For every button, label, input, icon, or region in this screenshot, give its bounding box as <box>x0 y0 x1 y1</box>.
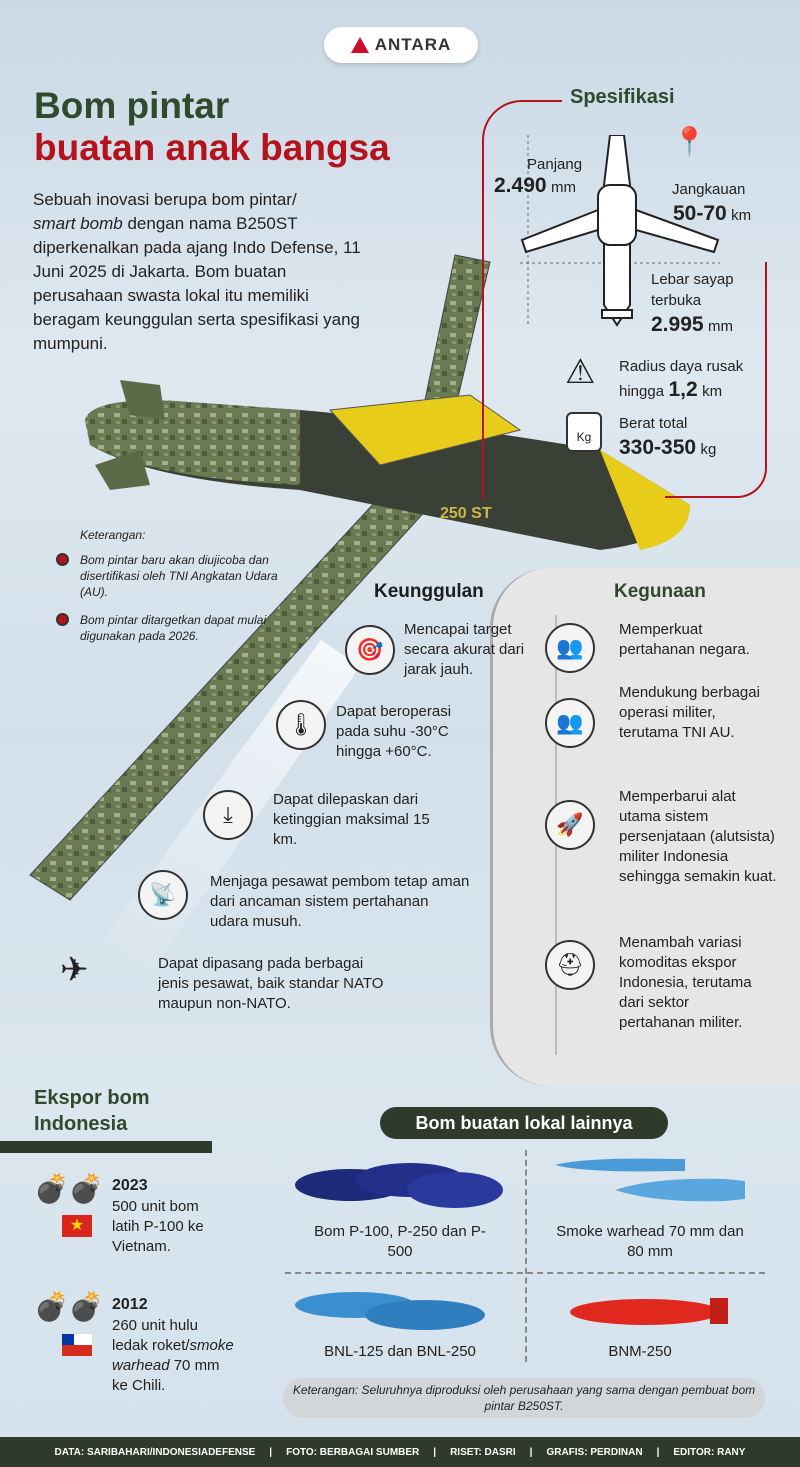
lokal-caption: Bom P-100, P-250 dan P-500 <box>314 1223 486 1260</box>
altitude-icon: ⤓ <box>203 790 253 840</box>
grid-divider-v <box>525 1150 527 1362</box>
defense-people-icon: 👥 <box>545 623 595 673</box>
bomb-p-series-image <box>295 1163 503 1208</box>
thermometer-shield-icon: 🌡 <box>276 700 326 750</box>
spec-radius-label: Radius daya rusak <box>619 358 744 375</box>
bnm-bomb-image <box>570 1298 728 1325</box>
keterangan-item: Bom pintar baru akan diujicoba dan diser… <box>56 552 280 600</box>
weight-kg-icon: Kg <box>566 412 602 452</box>
location-pin-icon: 📍 <box>672 126 707 157</box>
bomb-label: 250 ST <box>440 505 492 522</box>
ekspor-year: 2012 <box>112 1296 148 1313</box>
bomb-top-view-icon <box>520 135 720 327</box>
warning-icon: ⚠ <box>565 353 596 391</box>
military-people-icon: 👥 <box>545 698 595 748</box>
bombs-icon: 💣💣 <box>34 1291 104 1322</box>
keunggulan-item: Dapat dilepaskan dari ketinggian maksima… <box>273 791 430 848</box>
spec-lebar: 2.995 mm <box>651 313 734 336</box>
grid-divider-h <box>285 1272 765 1274</box>
spec-panjang-label: Panjang <box>527 156 583 173</box>
spec-frame <box>482 100 562 500</box>
lokal-caption: BNM-250 <box>608 1343 672 1360</box>
kegunaan-item: Memperkuat pertahanan negara. <box>619 621 750 658</box>
spec-berat: 330-350 kg <box>619 436 717 459</box>
keunggulan-item: Menjaga pesawat pembom tetap aman dari a… <box>210 873 470 930</box>
spec-heading: Spesifikasi <box>570 86 675 108</box>
spec-lebar-label1: Lebar sayap <box>651 271 734 288</box>
spec-panjang: 2.490 mm <box>494 174 577 197</box>
ekspor-bar <box>0 1141 212 1153</box>
chile-flag-icon <box>62 1334 92 1356</box>
ekspor-text: 500 unit bom latih P-100 ke Vietnam. <box>112 1198 204 1255</box>
lokal-caption: BNL-125 dan BNL-250 <box>324 1343 476 1360</box>
spec-jangkauan: 50-70 km <box>673 202 752 225</box>
keunggulan-item: Mencapai target secara akurat dari jarak… <box>404 621 525 678</box>
spec-berat-label: Berat total <box>619 415 688 432</box>
fighter-jet-icon: ✈ <box>60 951 89 989</box>
spec-jangkauan-label: Jangkauan <box>672 181 746 198</box>
lokal-heading: Bom buatan lokal lainnya <box>380 1107 668 1139</box>
kegunaan-heading: Kegunaan <box>614 581 706 602</box>
ekspor-year: 2023 <box>112 1177 148 1194</box>
spec-lebar-label2: terbuka <box>651 292 702 309</box>
antara-logo: ANTARA <box>324 27 478 63</box>
title-line2: buatan anak bangsa <box>34 127 390 168</box>
keunggulan-item: Dapat beroperasi pada suhu -30°C hingga … <box>336 703 452 760</box>
title-line1: Bom pintar <box>34 85 230 126</box>
kegunaan-item: Mendukung berbagai operasi militer, teru… <box>619 684 760 741</box>
spec-frame-right <box>665 262 767 498</box>
intro-text: Sebuah inovasi berupa bom pintar/smart b… <box>33 190 361 353</box>
bullet-icon <box>56 613 69 626</box>
kegunaan-item: Menambah variasi komoditas ekspor Indone… <box>619 934 752 1031</box>
keterangan-title: Keterangan: <box>80 528 146 542</box>
vietnam-flag-icon: ★ <box>62 1215 92 1237</box>
weapons-icon: 🚀 <box>545 800 595 850</box>
kegunaan-item: Memperbarui alat utama sistem persenjata… <box>619 788 777 885</box>
export-helmet-icon: ⛑ <box>545 940 595 990</box>
smoke-warhead-image <box>555 1158 745 1202</box>
lokal-caption: Smoke warhead 70 mm dan 80 mm <box>556 1223 744 1260</box>
ekspor-text: 260 unit hulu ledak roket/smoke warhead … <box>112 1317 234 1394</box>
keunggulan-item: Dapat dipasang pada berbagai jenis pesaw… <box>158 955 384 1012</box>
bullet-icon <box>56 553 69 566</box>
kegunaan-panel <box>490 568 800 1086</box>
radar-icon: 📡 <box>138 870 188 920</box>
bombs-icon: 💣💣 <box>34 1173 104 1204</box>
lokal-note: Keterangan: Seluruhnya diproduksi oleh p… <box>283 1378 765 1418</box>
logo-triangle-icon <box>350 37 369 53</box>
keterangan-item: Bom pintar ditargetkan dapat mulai digun… <box>56 612 280 644</box>
keunggulan-heading: Keunggulan <box>374 581 484 602</box>
spec-radius: hingga 1,2 km <box>619 378 723 401</box>
bnl-bomb-image <box>295 1292 485 1330</box>
target-icon: 🎯 <box>345 625 395 675</box>
smart-bomb-image: 250 ST <box>29 254 690 901</box>
footer-credits: DATA: SARIBAHARI/INDONESIADEFENSE|FOTO: … <box>0 1437 800 1467</box>
